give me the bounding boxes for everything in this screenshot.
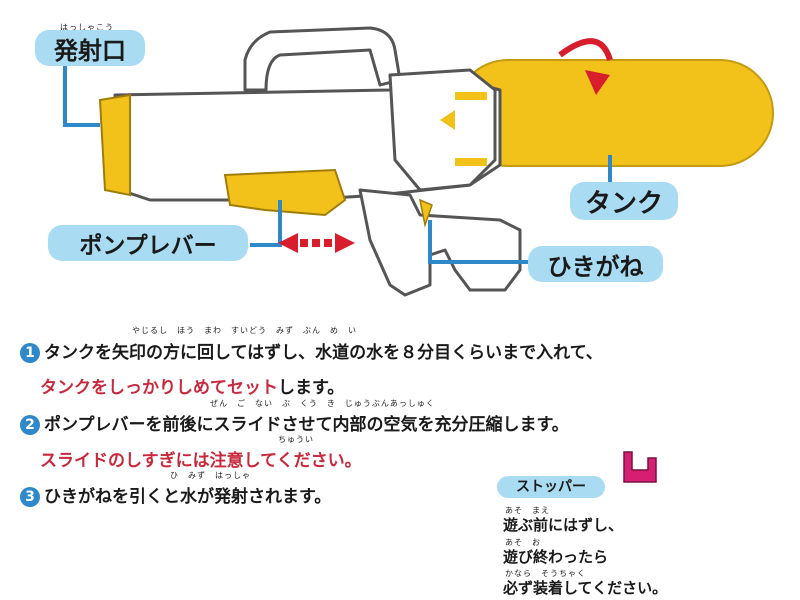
tank-label: タンク (570, 182, 678, 220)
step-1-text: タンクを矢印の方に回してはずし、水道の水を８分目くらいまで入れて、 (44, 343, 603, 363)
stopper-line-2: 遊び終わったら (503, 548, 609, 566)
step3-ruby: ひ みず はっしゃ (170, 471, 251, 480)
step-1-after: します。 (278, 378, 345, 398)
chamber-marker-triangle (440, 110, 455, 130)
stopper-title: ストッパー (497, 476, 605, 498)
stopper-ruby-1: あそ まえ (505, 506, 550, 515)
step-number-1: 1 (20, 343, 40, 363)
step-2-text: ポンプレバーを前後にスライドさせて内部の空気を充分圧縮します。 (44, 415, 569, 435)
tank-illustration (454, 38, 774, 167)
step2-warning-ruby: ちゅうい (278, 435, 314, 444)
trigger-label: ひきがね (528, 246, 663, 282)
step-1-highlight: タンクをしっかりしめてセット (40, 378, 278, 398)
water-gun-diagram (63, 26, 774, 297)
rotate-arrow-icon (585, 70, 610, 95)
step-number-3: 3 (20, 487, 40, 507)
pump-lever-grip (223, 168, 347, 217)
step2-ruby: ぜん ご ない ぶ くう き じゅうぶんあっしゅく (210, 399, 435, 408)
step-3-text: ひきがねを引くと水が発射されます。 (44, 487, 332, 507)
muzzle-label: 発射口 (35, 30, 145, 66)
pump-lever-label: ポンプレバー (48, 225, 248, 261)
stopper-ruby-2: あそ お (505, 538, 541, 547)
step-2-warning: スライドのしすぎには注意してください。 (40, 451, 362, 471)
muzzle-nozzle (98, 93, 131, 197)
muzzle-ruby: はっしゃこう (60, 23, 114, 32)
stopper-icon (623, 451, 657, 483)
stopper-line-3: 必ず装着してください。 (503, 579, 668, 597)
step-1-continued: タンクをしっかりしめてセットします。 (40, 373, 344, 398)
trigger-shape (418, 198, 433, 228)
stopper-line-1: 遊ぶ前にはずし、 (503, 516, 624, 534)
stopper-ruby-3: かなら そうちゃく (505, 569, 586, 578)
step-number-2: 2 (20, 415, 40, 435)
step1-ruby: やじるし ほう まわ すいどう みず ぶん め い (132, 326, 357, 335)
push-pull-arrow-icon (278, 233, 355, 253)
